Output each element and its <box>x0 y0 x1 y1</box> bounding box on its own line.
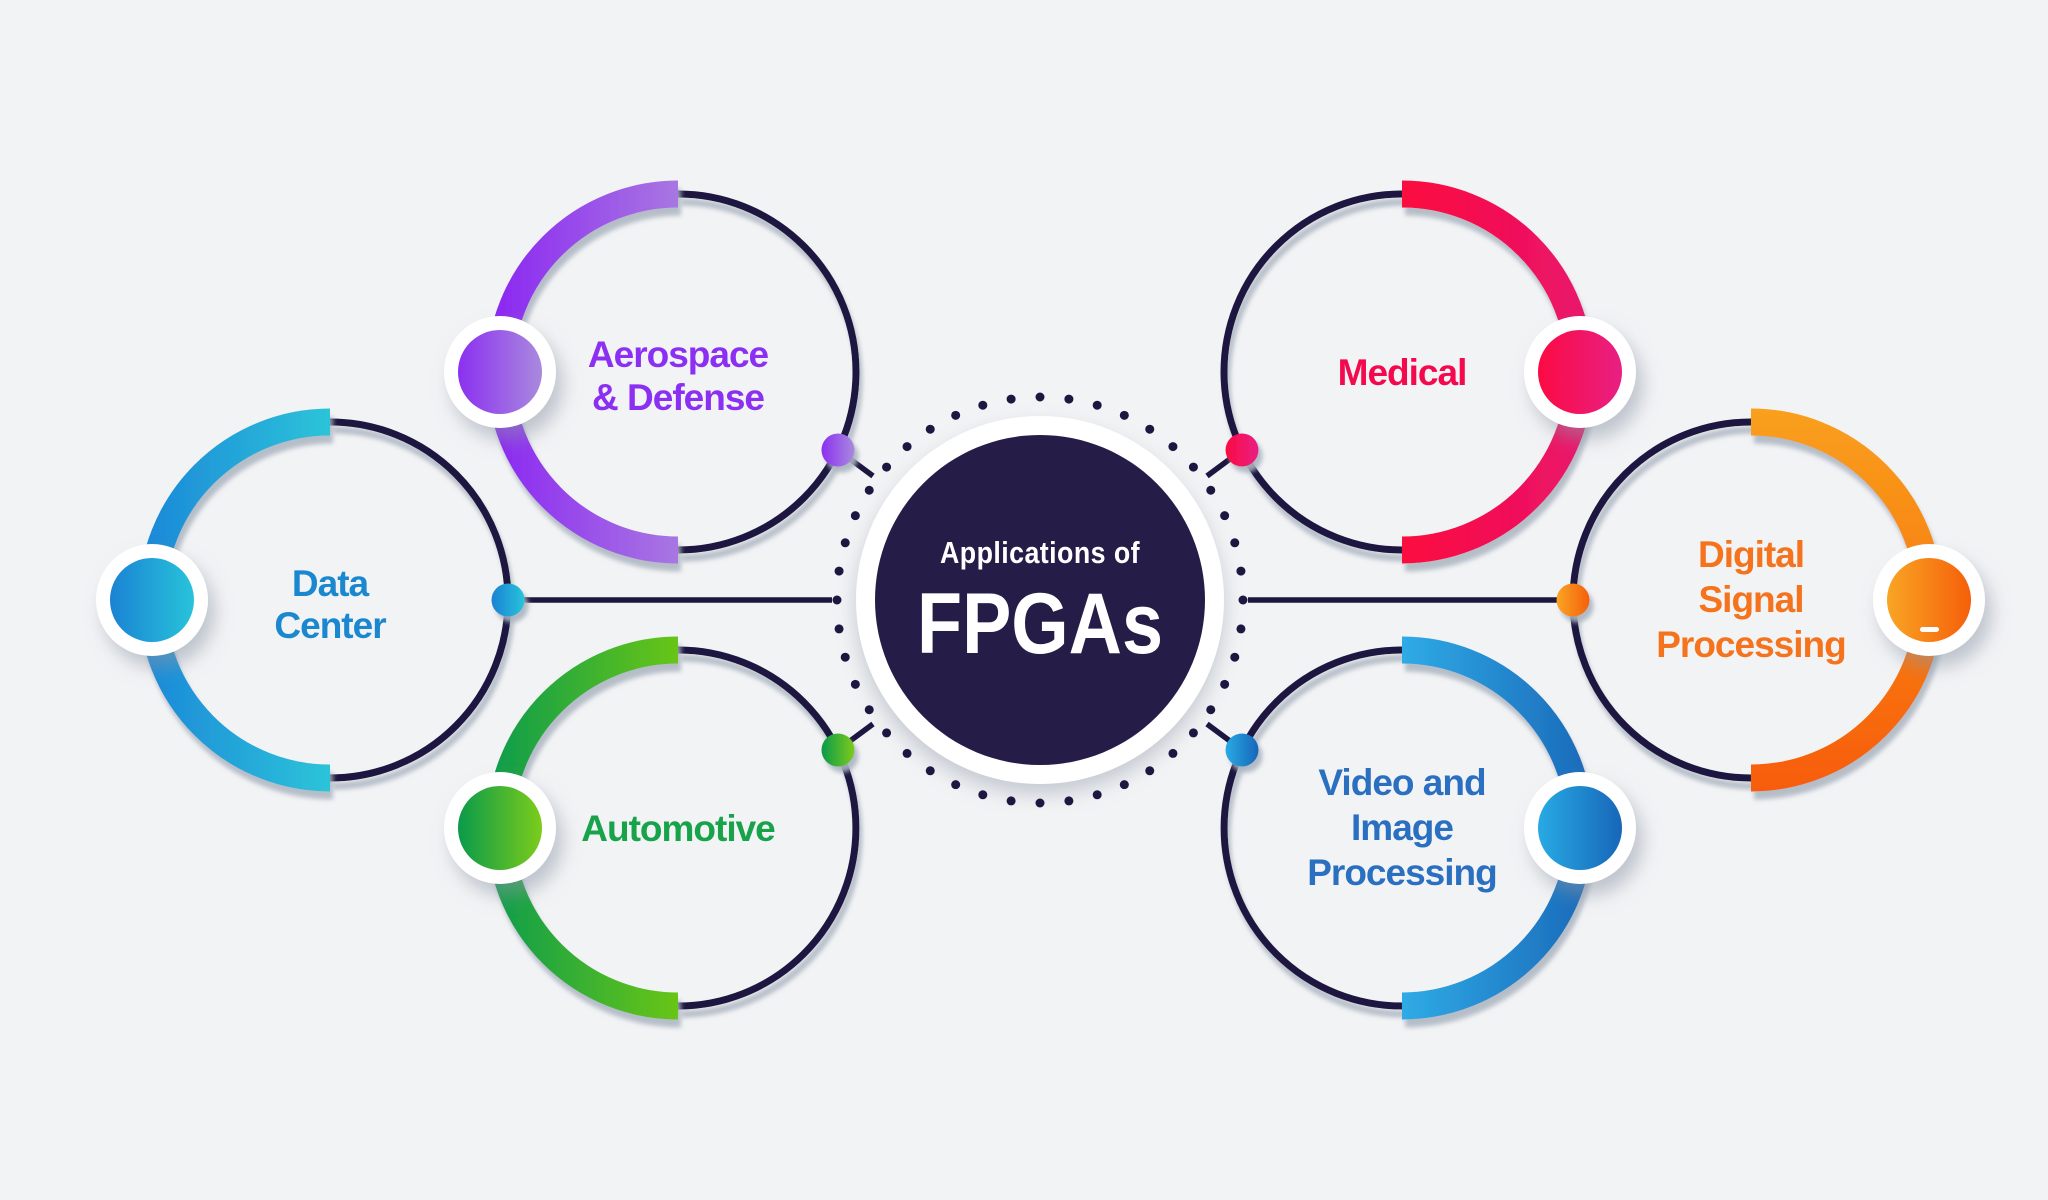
center-ring-dot <box>832 595 842 605</box>
center-ring-dot <box>882 728 892 738</box>
badge-fill-aerospace <box>458 330 542 414</box>
node-label-automotive-line1: Automotive <box>581 808 775 849</box>
node-label-dsp-line2: Signal <box>1698 579 1803 620</box>
center-ring-dot <box>1035 798 1045 808</box>
center-ring-dot <box>850 679 860 689</box>
center-ring-dot <box>882 462 892 472</box>
center-ring-dot <box>951 410 961 420</box>
center-ring-dot <box>1236 566 1246 576</box>
center-title-small: Applications of <box>940 535 1140 570</box>
center-ring-dot <box>1092 400 1102 410</box>
center-ring-dot <box>1168 748 1178 758</box>
badge-fill-data-center <box>110 558 194 642</box>
center-ring-dot <box>1006 796 1016 806</box>
ring-outline-medical <box>1220 190 1403 554</box>
center-ring-dot <box>978 790 988 800</box>
center-ring-dot <box>864 485 874 495</box>
badge-fill-automotive <box>458 786 542 870</box>
center-ring-dot <box>1145 424 1155 434</box>
center-ring-dot <box>1238 595 1248 605</box>
node-label-video-line3: Processing <box>1307 852 1496 893</box>
center-title-main: FPGAs <box>917 576 1163 672</box>
node-label-dsp-line3: Processing <box>1656 624 1845 665</box>
center-ring-dot <box>1035 392 1045 402</box>
connector-dot-automotive <box>821 733 855 767</box>
center-ring-dot <box>1064 394 1074 404</box>
node-label-video-line2: Image <box>1351 807 1453 848</box>
badge-fill-video <box>1538 786 1622 870</box>
badge-fill-medical <box>1538 330 1622 414</box>
center-ring-dot <box>1188 462 1198 472</box>
node-label-data-center-line2: Center <box>274 605 386 646</box>
node-label-medical-line1: Medical <box>1338 352 1467 393</box>
center-ring-dot <box>1220 679 1230 689</box>
center-ring-dot <box>840 652 850 662</box>
center-ring-dot <box>1006 394 1016 404</box>
center-dotted-ring <box>832 392 1248 808</box>
center-ring-dot <box>850 511 860 521</box>
center-ring-dot <box>902 748 912 758</box>
node-medical: Medical <box>1205 180 1636 564</box>
node-aerospace: Aerospace& Defense <box>444 180 875 564</box>
node-label-video-line1: Video and <box>1318 762 1485 803</box>
center-ring-dot <box>925 766 935 776</box>
node-label-aerospace-line2: & Defense <box>592 377 764 418</box>
center-ring-dot <box>1119 780 1129 790</box>
center-ring-dot <box>840 538 850 548</box>
node-automotive: Automotive <box>444 636 875 1020</box>
center-ring-dot <box>902 442 912 452</box>
center-ring-dot <box>1206 485 1216 495</box>
center-ring-dot <box>1188 728 1198 738</box>
nodes-layer: Aerospace& DefenseDataCenterAutomotiveMe… <box>96 180 1985 1020</box>
center-ring-dot <box>1168 442 1178 452</box>
center-ring-dot <box>1064 796 1074 806</box>
center-ring-dot <box>834 566 844 576</box>
center-ring-dot <box>1206 705 1216 715</box>
connector-dot-dsp <box>1556 583 1590 617</box>
center-ring-dot <box>834 624 844 634</box>
center-ring-dot <box>1092 790 1102 800</box>
center-ring-dot <box>1230 538 1240 548</box>
center-ring-dot <box>951 780 961 790</box>
node-label-aerospace-line1: Aerospace <box>588 334 769 375</box>
center-ring-dot <box>1236 624 1246 634</box>
center-hub: Applications of FPGAs <box>832 392 1248 808</box>
node-label-data-center-line1: Data <box>292 563 370 604</box>
ring-outline-aerospace <box>677 190 860 554</box>
badge-dash-dsp <box>1920 627 1939 632</box>
center-hub-circle <box>875 435 1205 765</box>
center-ring-dot <box>1119 410 1129 420</box>
center-ring-dot <box>1145 766 1155 776</box>
connector-dot-video <box>1225 733 1259 767</box>
center-ring-dot <box>925 424 935 434</box>
connector-dot-medical <box>1225 433 1259 467</box>
center-ring-dot <box>978 400 988 410</box>
center-ring-dot <box>1230 652 1240 662</box>
center-ring-dot <box>1220 511 1230 521</box>
ring-outline-automotive <box>677 646 860 1010</box>
node-label-dsp-line1: Digital <box>1698 534 1804 575</box>
center-ring-dot <box>864 705 874 715</box>
badge-fill-dsp <box>1887 558 1971 642</box>
connector-dot-aerospace <box>821 433 855 467</box>
ring-outline-video <box>1220 646 1403 1010</box>
connector-dot-data-center <box>491 583 525 617</box>
